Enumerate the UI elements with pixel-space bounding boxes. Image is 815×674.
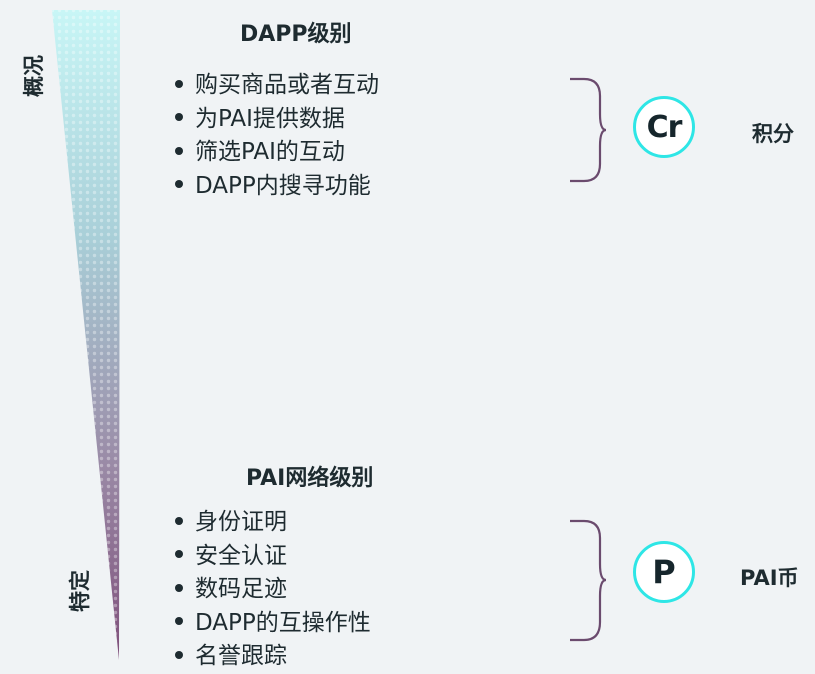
dapp-reward-label: 积分 [752, 122, 794, 146]
list-item: 安全认证 [170, 540, 371, 574]
bullet-icon [175, 146, 183, 155]
dapp-level-list: 购买商品或者互动 为PAI提供数据 筛选PAI的互动 DAPP内搜寻功能 [170, 69, 379, 203]
bullet-icon [175, 113, 183, 121]
pai-network-level-brace [570, 519, 607, 642]
list-item: 名誉跟踪 [170, 640, 371, 674]
bullet-icon [175, 650, 183, 659]
credits-coin-icon: Cr [633, 96, 695, 158]
dapp-level-title: DAPP级别 [240, 22, 352, 47]
list-item: DAPP内搜寻功能 [170, 170, 379, 204]
bullet-icon [175, 180, 183, 188]
pai-reward-label: PAI币 [740, 566, 799, 590]
bullet-icon [175, 79, 183, 88]
bullet-icon [175, 550, 183, 558]
list-item: DAPP的互操作性 [170, 607, 371, 641]
list-item: 筛选PAI的互动 [170, 136, 379, 170]
list-item: 购买商品或者互动 [170, 69, 379, 103]
bullet-icon [175, 583, 183, 592]
bullet-icon [175, 516, 183, 525]
dapp-level-brace [570, 77, 607, 183]
axis-label-specific: 特定 [68, 570, 92, 612]
pai-network-level-title: PAI网络级别 [246, 466, 374, 491]
pai-coin-icon: P [633, 541, 695, 603]
list-item: 为PAI提供数据 [170, 103, 379, 137]
pai-network-level-list: 身份证明 安全认证 数码足迹 DAPP的互操作性 名誉跟踪 [170, 506, 371, 674]
axis-label-general: 概况 [22, 55, 46, 97]
bullet-icon [175, 617, 183, 625]
list-item: 数码足迹 [170, 573, 371, 607]
list-item: 身份证明 [170, 506, 371, 540]
specificity-wedge [52, 10, 120, 660]
